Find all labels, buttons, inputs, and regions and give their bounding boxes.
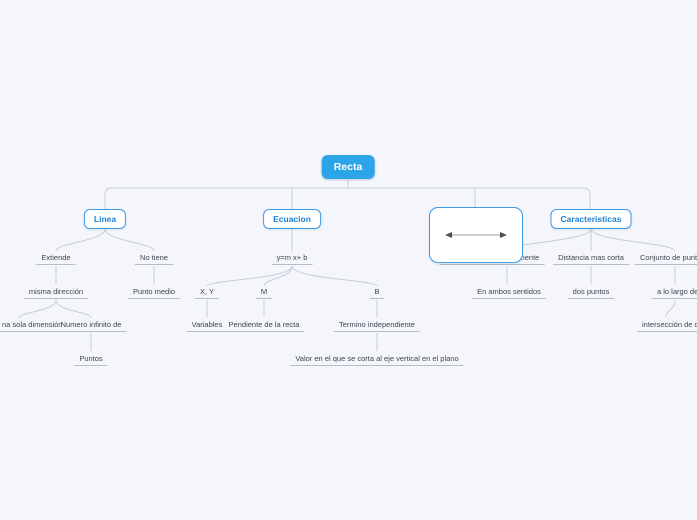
leaf-node-a-lo-largo[interactable]: a lo largo de la — [652, 287, 697, 299]
leaf-node-puntos[interactable]: Puntos — [74, 354, 108, 366]
leaf-node-misma-direccion[interactable]: misma dirección — [23, 287, 89, 299]
leaf-node-distancia[interactable]: Distancia mas corta — [553, 253, 629, 265]
leaf-node-m[interactable]: M — [255, 287, 273, 299]
leaf-node-b[interactable]: B — [369, 287, 385, 299]
leaf-node-extiende[interactable]: Extiende — [36, 253, 76, 265]
leaf-node-una-sola-dimension[interactable]: na sola dimensión — [0, 320, 68, 332]
leaf-node-xy[interactable]: X, Y — [194, 287, 220, 299]
leaf-node-en-ambos[interactable]: En ambos sentidos — [472, 287, 546, 299]
leaf-node-dos-puntos[interactable]: dos puntos — [567, 287, 615, 299]
double-headed-arrow-icon — [445, 232, 507, 238]
branch-node-linea[interactable]: Linea — [83, 209, 127, 229]
leaf-node-no-tiene[interactable]: No tiene — [135, 253, 173, 265]
leaf-node-conjunto[interactable]: Conjunto de puntos sit — [635, 253, 697, 265]
leaf-node-pendiente[interactable]: Pendiente de la recta — [223, 320, 305, 332]
leaf-node-variables[interactable]: Variables — [186, 320, 228, 332]
leaf-node-interseccion[interactable]: intersección de dos pl — [637, 320, 697, 332]
branch-node-ecuacion[interactable]: Ecuacion — [263, 209, 321, 229]
leaf-node-termino[interactable]: Termino independiente — [334, 320, 420, 332]
branch-node-caracteristicas[interactable]: Caracteristicas — [550, 209, 632, 229]
root-node-recta[interactable]: Recta — [321, 155, 375, 179]
image-node[interactable] — [429, 207, 523, 263]
leaf-node-numero-infinito[interactable]: Numero infinito de — [55, 320, 127, 332]
leaf-node-punto-medio[interactable]: Punto medio — [127, 287, 181, 299]
leaf-node-valor[interactable]: Valor en el que se corta al eje vertical… — [290, 354, 464, 366]
leaf-node-formula[interactable]: y=m x+ b — [271, 253, 313, 265]
